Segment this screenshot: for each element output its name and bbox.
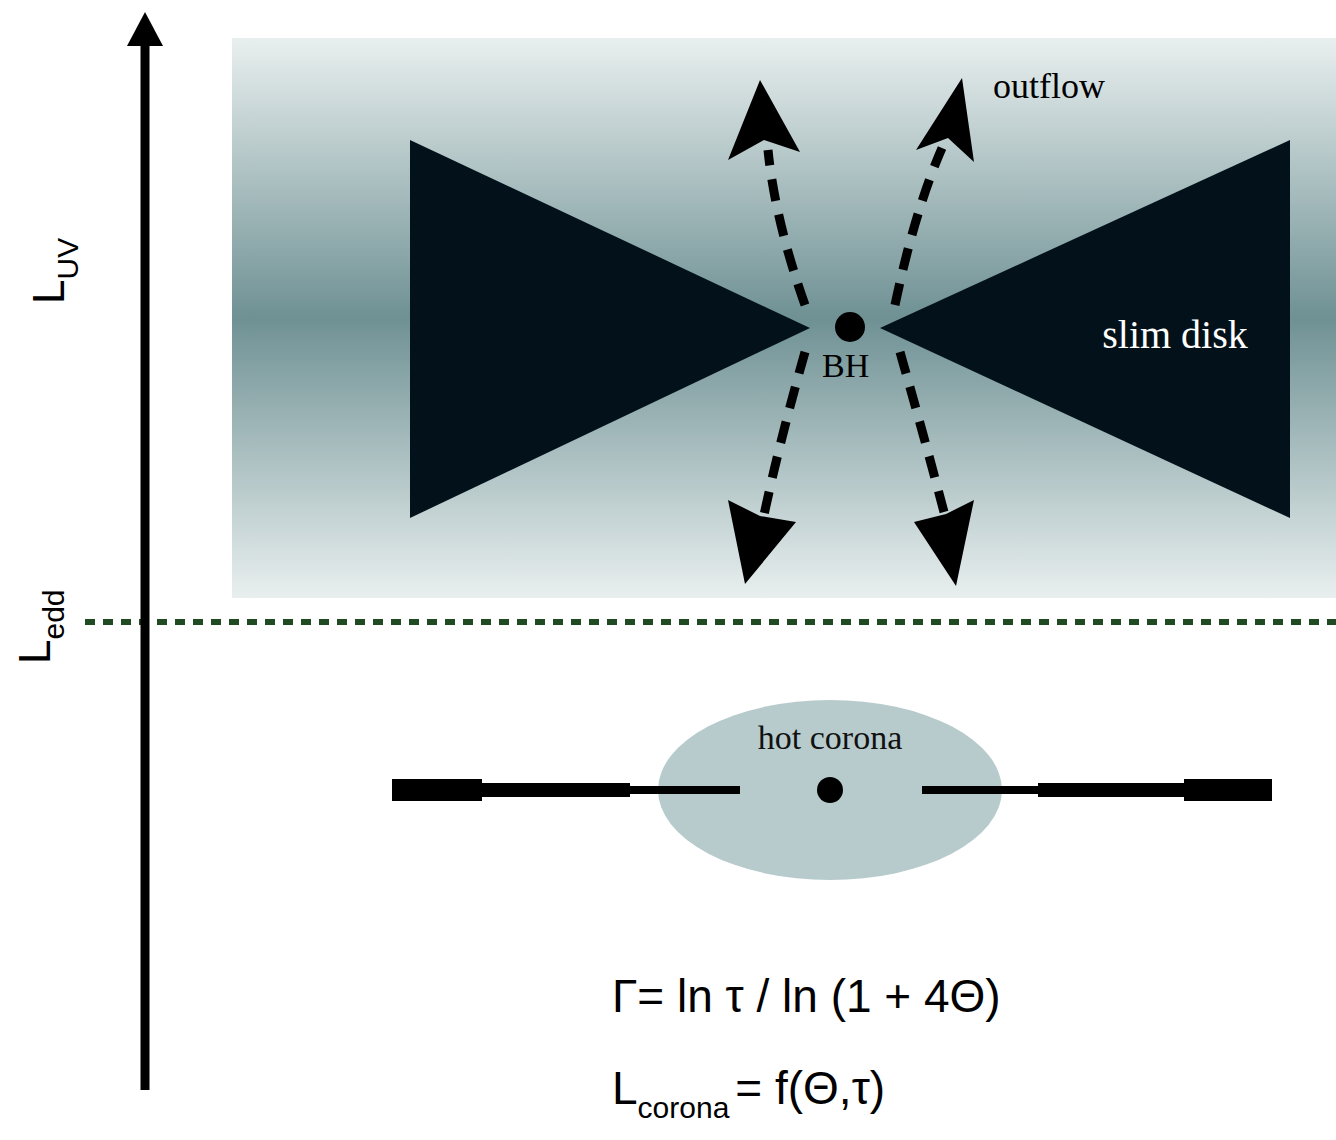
label-text: L — [24, 280, 75, 304]
corona-ellipse — [658, 700, 1002, 880]
subscript-text: UV — [51, 238, 86, 280]
disk-segment — [922, 786, 1002, 794]
outflow-path — [768, 150, 805, 305]
arrowhead — [728, 80, 800, 160]
label-text: = f(Θ,τ) — [735, 1062, 885, 1115]
label-text: L — [612, 1062, 638, 1115]
black-hole-dot — [817, 777, 843, 803]
node-label: slim disk — [1102, 312, 1248, 358]
disk-segment — [628, 786, 740, 794]
outflow-path — [764, 352, 805, 515]
eddington-label: Ledd — [10, 583, 71, 664]
disk-segment — [1184, 779, 1272, 801]
disk-segment — [922, 786, 1040, 794]
hot-corona-node: hot corona — [658, 700, 1002, 880]
arrowhead — [916, 78, 974, 162]
black-hole-label: BH — [822, 346, 869, 385]
axis-label: LUV — [24, 232, 85, 304]
disk-segment — [480, 783, 630, 797]
subscript-text: corona — [638, 1091, 730, 1126]
axis-line — [141, 40, 150, 1090]
black-hole-dot — [835, 312, 865, 342]
disk-segment — [658, 786, 740, 794]
eddington-line — [85, 619, 1336, 625]
disk-segment — [392, 779, 482, 801]
slim-disk-node: slim disk — [410, 140, 1290, 518]
photon-index-equation: Γ= ln τ / ln (1 + 4Θ) — [612, 970, 1001, 1023]
node-label: hot corona — [758, 718, 902, 757]
disk-wedge — [880, 140, 1290, 518]
label-text: outflow — [993, 66, 1105, 107]
outflow-path — [895, 148, 942, 305]
super-eddington-band — [232, 38, 1336, 598]
arrowhead — [728, 500, 796, 584]
disk-wedge — [410, 140, 810, 518]
label-text: BH — [822, 346, 869, 385]
outflow-path — [900, 352, 944, 512]
outflow-label: outflow — [993, 66, 1105, 107]
subscript-text: edd — [37, 589, 72, 639]
corona-luminosity-equation: Lcorona= f(Θ,τ) — [612, 1062, 885, 1125]
disk-segment — [1038, 783, 1188, 797]
label-text: L — [10, 640, 61, 664]
arrowhead — [914, 500, 974, 586]
axis-arrowhead — [127, 12, 163, 46]
label-text: Γ= ln τ / ln (1 + 4Θ) — [612, 970, 1001, 1023]
